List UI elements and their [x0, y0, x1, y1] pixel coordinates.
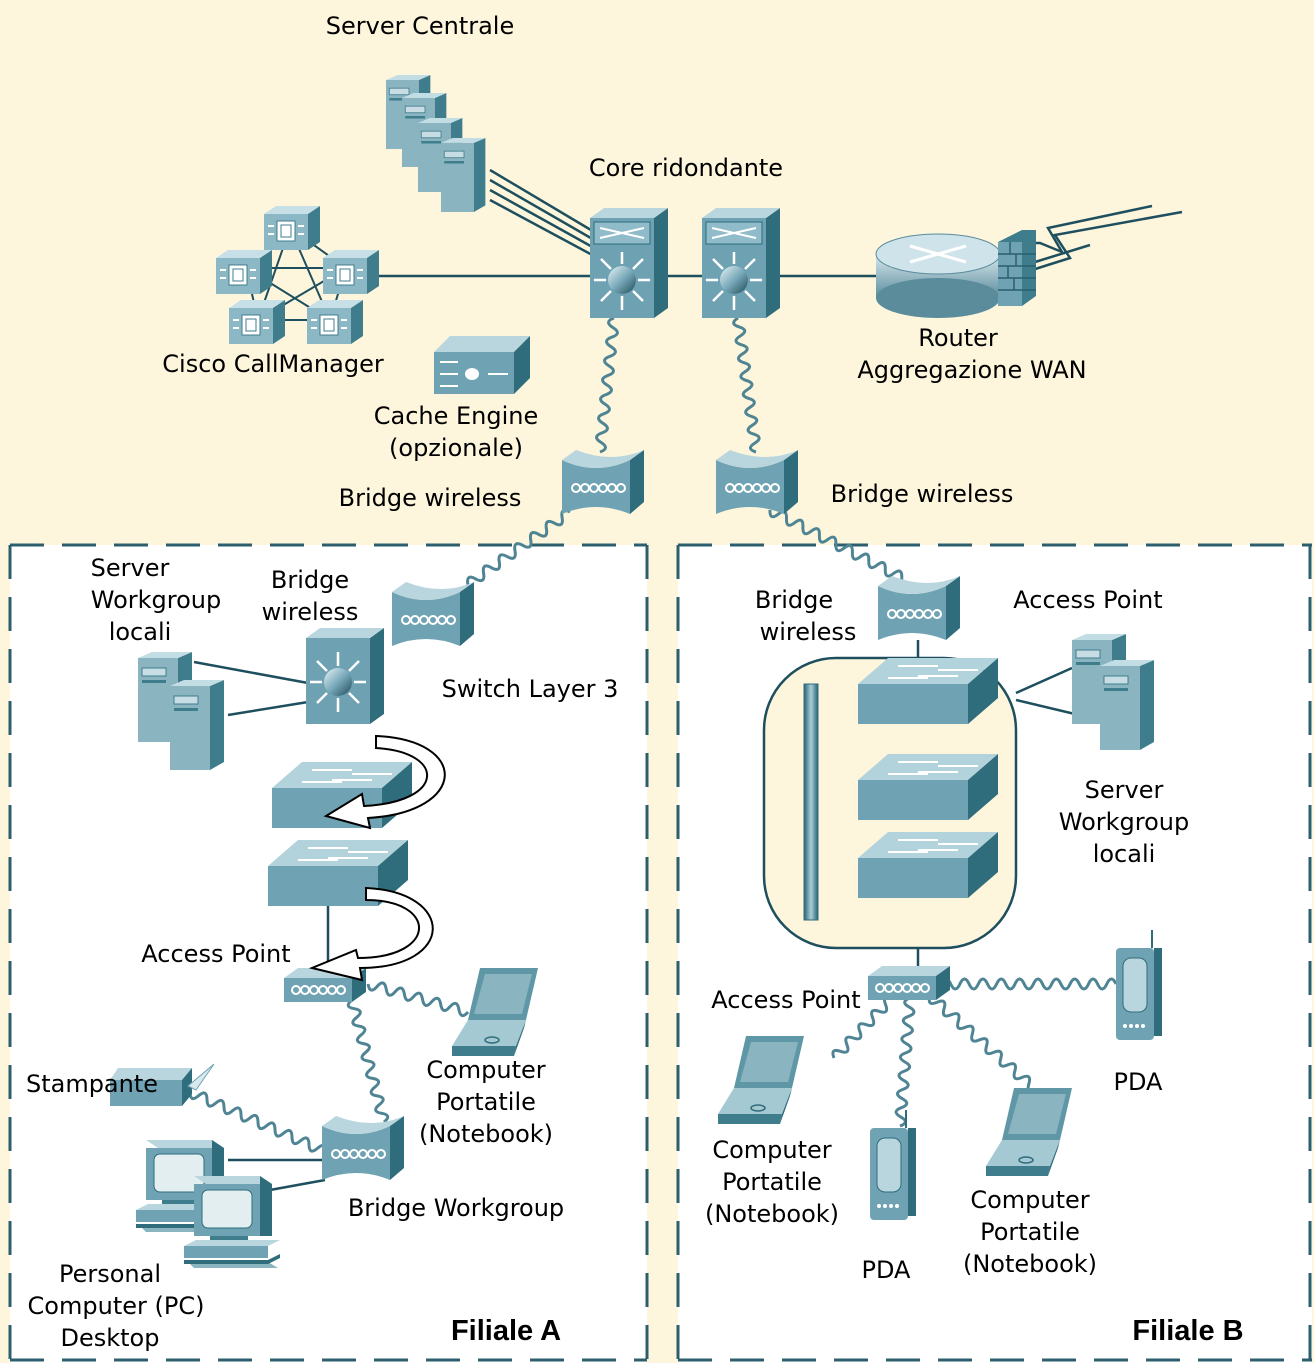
- stack-arrows: [308, 734, 446, 982]
- filiale-b-switch-3: [858, 832, 998, 898]
- label-a-pc-3: Desktop: [61, 1324, 160, 1352]
- wireless-link-5: [346, 998, 390, 1124]
- label-b-notebook-right-1: Computer: [970, 1186, 1089, 1214]
- wireless-link-11: [927, 995, 1037, 1093]
- core-switch-right: [702, 208, 782, 318]
- label-a-pc-1: Personal: [59, 1260, 161, 1288]
- label-b-access-point-top: Access Point: [1013, 586, 1162, 614]
- wireless-link-10: [894, 996, 916, 1128]
- cache-engine-icon: [434, 336, 530, 394]
- wan-link-1: [1032, 204, 1153, 255]
- label-router-2: Aggregazione WAN: [857, 356, 1086, 384]
- label-b-notebook-left-1: Computer: [712, 1136, 831, 1164]
- label-a-bridge-workgroup: Bridge Workgroup: [348, 1194, 564, 1222]
- label-a-server-1: Server: [91, 554, 170, 582]
- label-filiale-a: Filiale A: [451, 1315, 561, 1347]
- label-a-stampante: Stampante: [26, 1070, 158, 1098]
- wireless-link-7: [188, 1091, 328, 1153]
- callmanager-cluster: [216, 206, 379, 344]
- label-a-pc-2: Computer (PC): [28, 1292, 205, 1320]
- label-cache-engine-2: (opzionale): [389, 434, 523, 462]
- label-server-centrale: Server Centrale: [326, 12, 514, 40]
- label-cache-engine-1: Cache Engine: [374, 402, 539, 430]
- label-a-bridge-1: Bridge: [271, 566, 349, 594]
- wireless-link-6: [366, 981, 470, 1018]
- filiale-a-bridge: [392, 582, 475, 646]
- label-b-access-point: Access Point: [711, 986, 860, 1014]
- wireless-link-1: [595, 316, 619, 454]
- label-b-bridge-2: wireless: [760, 618, 857, 646]
- label-callmanager: Cisco CallManager: [162, 350, 384, 378]
- printer-icon: [110, 1063, 215, 1106]
- wan-link-2: [1031, 210, 1183, 272]
- router-icon: [875, 233, 1001, 318]
- branch-borders: [8, 543, 1312, 1363]
- label-b-notebook-left-3: (Notebook): [705, 1200, 839, 1228]
- label-b-notebook-right-3: (Notebook): [963, 1250, 1097, 1278]
- wireless-link-9: [831, 995, 893, 1059]
- label-b-notebook-right-2: Portatile: [980, 1218, 1080, 1246]
- bridge-core-right: [716, 450, 799, 514]
- label-a-notebook-2: Portatile: [436, 1088, 536, 1116]
- label-a-server-3: locali: [109, 618, 172, 646]
- wireless-link-3: [459, 508, 571, 594]
- central-servers: [386, 75, 486, 212]
- firewall-icon: [998, 230, 1036, 306]
- label-a-notebook-3: (Notebook): [419, 1120, 553, 1148]
- label-bridge-core-right: Bridge wireless: [831, 480, 1014, 508]
- label-a-bridge-2: wireless: [262, 598, 359, 626]
- filiale-b-switch-2: [858, 754, 998, 820]
- wireless-link-2: [732, 316, 761, 454]
- label-a-notebook-1: Computer: [426, 1056, 545, 1084]
- filiale-a-l3-switch: [306, 628, 386, 724]
- label-b-pda-right: PDA: [1114, 1068, 1164, 1096]
- label-router-1: Router: [918, 324, 998, 352]
- label-b-pda-bottom: PDA: [862, 1256, 912, 1284]
- label-b-bridge-1: Bridge: [755, 586, 833, 614]
- bridge-core-left: [562, 450, 645, 514]
- wireless-link-4: [768, 509, 911, 587]
- label-b-server-1: Server: [1085, 776, 1164, 804]
- bridge-workgroup-icon: [322, 1116, 405, 1180]
- label-core-ridondante: Core ridondante: [589, 154, 783, 182]
- filiale-b-switch-1: [858, 658, 998, 724]
- label-a-server-2: Workgroup: [91, 586, 221, 614]
- label-a-switch-l3: Switch Layer 3: [442, 675, 619, 703]
- filiale-b-access-point: [868, 966, 951, 1000]
- stack-backplane: [803, 683, 819, 921]
- label-b-server-2: Workgroup: [1059, 808, 1189, 836]
- label-filiale-b: Filiale B: [1132, 1315, 1243, 1347]
- pc-icon-2: [184, 1176, 280, 1268]
- label-b-notebook-left-2: Portatile: [722, 1168, 822, 1196]
- core-switch-left: [590, 208, 670, 318]
- filiale-b-bridge: [878, 576, 961, 640]
- wireless-links: [188, 316, 1118, 1153]
- label-bridge-core-left: Bridge wireless: [339, 484, 522, 512]
- label-a-access-point: Access Point: [141, 940, 290, 968]
- label-b-server-3: locali: [1093, 840, 1156, 868]
